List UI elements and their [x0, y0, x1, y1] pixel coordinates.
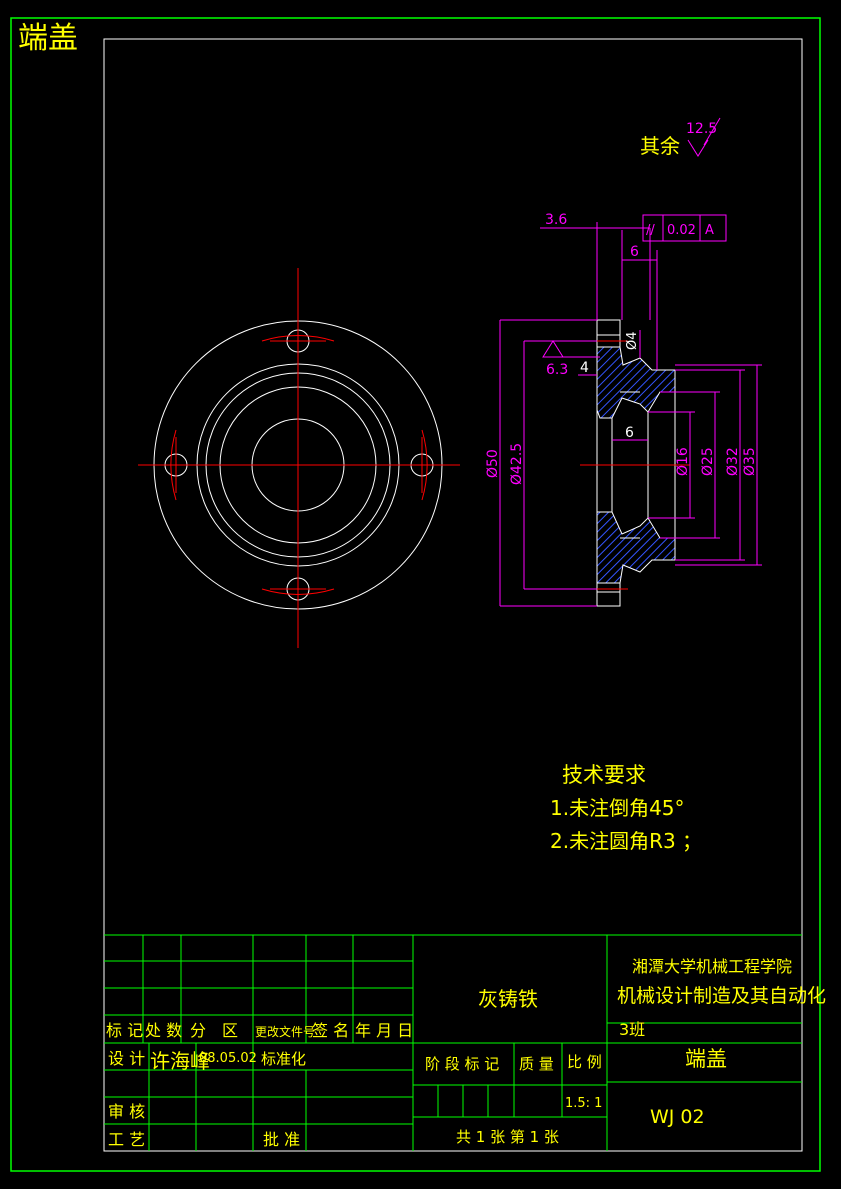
dim-phi50: Ø50	[485, 449, 501, 478]
material: 灰铸铁	[478, 987, 538, 1011]
approve-label: 批 准	[263, 1130, 300, 1149]
tolerance-symbol: //	[646, 223, 655, 238]
pitch-arc-right	[421, 429, 428, 501]
rev-header-date: 年 月 日	[355, 1021, 413, 1040]
design-date: 08.05.02	[199, 1051, 257, 1066]
roughness-note-value: 12.5	[686, 121, 717, 137]
dim-6-top: 6	[630, 244, 639, 260]
roughness-local-value: 6.3	[546, 362, 568, 378]
flange-bottom-edge	[597, 583, 621, 607]
review-label: 审 核	[108, 1102, 145, 1121]
inner-frame	[103, 38, 803, 1152]
outer-frame	[10, 17, 821, 1172]
tech-req-item-2: 2.未注圆角R3 ；	[550, 829, 702, 853]
designer-name: 许海峰	[150, 1049, 210, 1073]
section-upper-hatch	[596, 346, 676, 419]
scale-label: 比 例	[567, 1053, 602, 1071]
pitch-arc-bottom	[261, 588, 335, 595]
pitch-arc-left	[170, 429, 177, 501]
drawing-number: WJ 02	[650, 1106, 705, 1128]
dimension-lines	[499, 117, 762, 607]
tech-req-title: 技术要求	[562, 763, 646, 787]
class-name: 机械设计制造及其自动化	[617, 985, 826, 1007]
geometric-tolerance-frame	[642, 214, 727, 242]
rev-header-mark: 标 记	[106, 1021, 143, 1040]
rev-header-doc: 更改文件号	[255, 1024, 315, 1039]
corner-title: 端盖	[18, 21, 78, 56]
school-name: 湘潭大学机械工程学院	[632, 957, 792, 976]
standardize-label: 标准化	[261, 1050, 306, 1068]
sheet-count: 共 1 张 第 1 张	[456, 1128, 559, 1146]
front-view-centerlines	[138, 268, 460, 648]
flange-top-edge	[597, 319, 621, 347]
mass-label: 质 量	[519, 1055, 554, 1073]
dim-phi32: Ø32	[725, 447, 741, 476]
title-block-grid	[104, 934, 802, 1151]
scale-value: 1.5: 1	[565, 1096, 602, 1111]
rev-header-sign: 签 名	[312, 1021, 349, 1040]
pitch-arc-top	[261, 335, 335, 342]
dim-phi25: Ø25	[700, 447, 716, 476]
roughness-symbol-general	[687, 117, 721, 157]
roughness-symbol-local	[542, 340, 600, 358]
tech-req-item-1: 1.未注倒角45°	[550, 796, 685, 820]
dim-phi42-5: Ø42.5	[509, 443, 525, 485]
dim-phi35: Ø35	[742, 447, 758, 476]
dim-phi4: Ø4	[625, 331, 640, 350]
rev-header-count: 处 数	[145, 1021, 182, 1040]
dim-6-inner: 6	[625, 425, 634, 441]
design-label: 设 计	[108, 1049, 145, 1068]
dim-phi16: Ø16	[675, 447, 691, 476]
section-lower-hatch	[596, 511, 676, 584]
tolerance-value: 0.02	[667, 223, 696, 238]
dim-4: 4	[580, 360, 589, 376]
stage-label: 阶 段 标 记	[425, 1055, 499, 1073]
dim-3-6: 3.6	[545, 212, 567, 228]
process-label: 工 艺	[108, 1130, 145, 1149]
part-name: 端盖	[685, 1047, 727, 1071]
roughness-note-prefix: 其余	[640, 134, 680, 158]
class-no: 3班	[619, 1020, 645, 1039]
tolerance-datum: A	[705, 223, 714, 238]
section-view	[580, 319, 690, 607]
rev-header-zone: 分 区	[190, 1021, 238, 1040]
